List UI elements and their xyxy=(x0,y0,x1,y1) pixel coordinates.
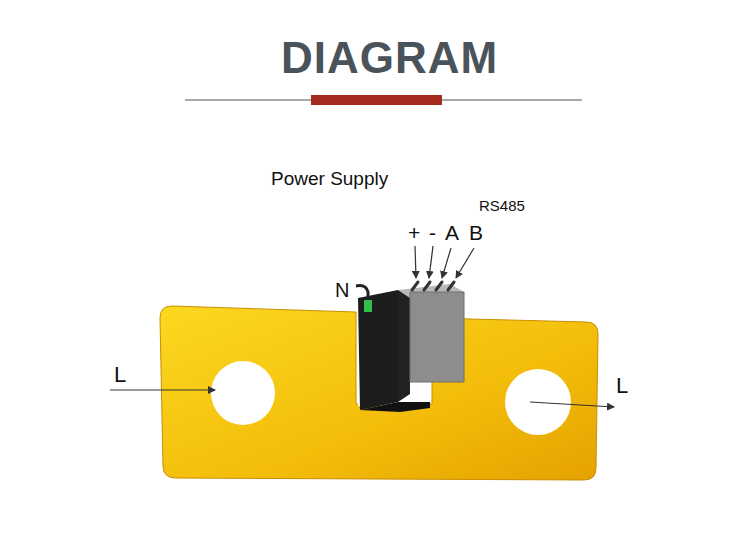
line-label: L xyxy=(616,375,628,397)
power-supply-label: Power Supply xyxy=(271,169,388,188)
neutral-wire xyxy=(356,286,368,300)
pin-label: N xyxy=(335,280,349,300)
header-accent xyxy=(311,95,442,105)
pin-label: + xyxy=(408,222,420,243)
leader-arrows xyxy=(110,246,614,407)
pin-label: A xyxy=(445,222,459,243)
bus-label: RS485 xyxy=(479,198,525,213)
page-title: DIAGRAM xyxy=(281,36,498,80)
current-sensor xyxy=(358,284,464,412)
pin-label: - xyxy=(429,222,436,243)
terminal-pins xyxy=(412,282,454,290)
line-label: L xyxy=(114,364,126,386)
pin-label: B xyxy=(469,222,483,243)
